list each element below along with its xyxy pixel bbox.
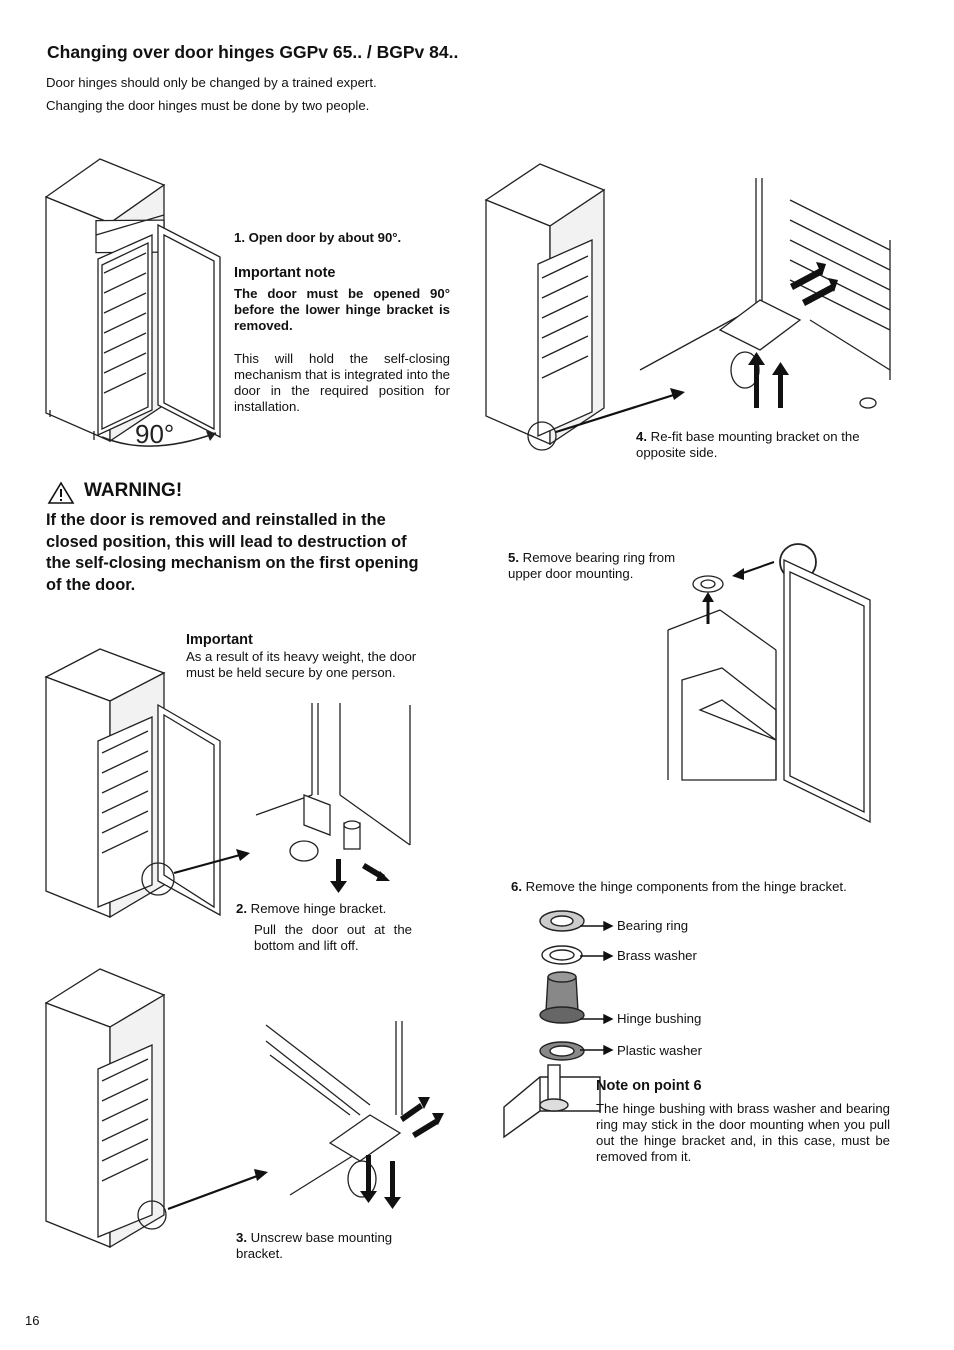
component-arrows xyxy=(580,920,614,1056)
step1-note-heading: Important note xyxy=(234,265,336,281)
intro-line-2: Changing the door hinges must be done by… xyxy=(46,98,370,113)
important-heading: Important xyxy=(186,632,253,648)
refit-bracket-illustration xyxy=(484,163,891,451)
remove-hinge-illustration xyxy=(44,648,411,919)
warning-icon xyxy=(47,481,75,504)
hinge-bushing-label: Hinge bushing xyxy=(617,1011,702,1026)
step1-note-text: This will hold the self-closing mechanis… xyxy=(234,351,450,414)
step5-number: 5. xyxy=(508,550,519,565)
step5-text: Remove bearing ring from upper door moun… xyxy=(508,550,676,581)
warning-heading: WARNING! xyxy=(84,480,183,501)
step3-number: 3. xyxy=(236,1230,247,1245)
hinge-components-illustration xyxy=(503,910,601,1139)
fridge-open-door-illustration: 90° xyxy=(44,158,221,449)
unscrew-bracket-illustration xyxy=(44,968,444,1249)
page-title: Changing over door hinges GGPv 65.. / BG… xyxy=(47,42,459,62)
note6-heading: Note on point 6 xyxy=(596,1078,702,1094)
step2-number: 2. xyxy=(236,901,247,916)
step2-text: Remove hinge bracket. xyxy=(250,901,387,916)
step3-text: Unscrew base mounting bracket. xyxy=(236,1230,393,1261)
brass-washer-label: Brass washer xyxy=(617,948,697,963)
page-number: 16 xyxy=(25,1313,40,1328)
step1-text: Open door by about 90°. xyxy=(248,230,402,245)
warning-text: If the door is removed and reinstalled i… xyxy=(46,511,419,594)
intro-line-1: Door hinges should only be changed by a … xyxy=(46,75,377,90)
step2-text2: Pull the door out at the bottom and lift… xyxy=(254,922,412,953)
important-text: As a result of its heavy weight, the doo… xyxy=(186,649,417,680)
upper-mounting-illustration xyxy=(667,543,871,824)
note6-text: The hinge bushing with brass washer and … xyxy=(596,1101,890,1164)
step4-number: 4. xyxy=(636,429,647,444)
step6-number: 6. xyxy=(511,879,522,894)
step4-text: Re-fit base mounting bracket on the oppo… xyxy=(636,429,860,460)
step1-note-bold: The door must be opened 90° before the l… xyxy=(234,286,450,333)
bearing-ring-label: Bearing ring xyxy=(617,918,689,933)
svg-text:90°: 90° xyxy=(135,419,174,449)
step1-number: 1. xyxy=(234,230,245,245)
step6-text: Remove the hinge components from the hin… xyxy=(525,879,847,894)
plastic-washer-label: Plastic washer xyxy=(617,1043,703,1058)
